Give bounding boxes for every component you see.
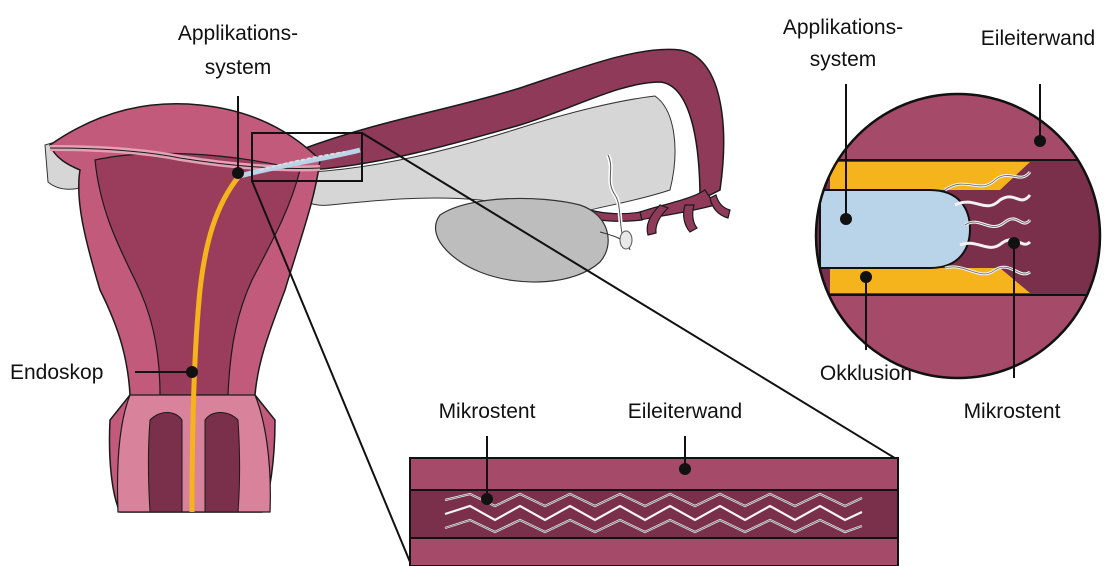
ovary bbox=[436, 198, 609, 282]
inset-applicator bbox=[820, 190, 970, 268]
label-mikrostent-inset: Mikrostent bbox=[964, 400, 1061, 423]
label-applikationssystem-main-1: Applikations- bbox=[178, 22, 298, 45]
label-okklusion: Okklusion bbox=[820, 362, 912, 385]
label-endoskop: Endoskop bbox=[10, 361, 103, 384]
label-eileiterwand-bottom: Eileiterwand bbox=[628, 400, 742, 423]
label-mikrostent-bottom: Mikrostent bbox=[439, 400, 536, 423]
label-eileiterwand-inset: Eileiterwand bbox=[981, 27, 1095, 50]
label-applikationssystem-inset-2: system bbox=[810, 48, 877, 71]
label-applikationssystem-main-2: system bbox=[205, 56, 272, 79]
label-applikationssystem-inset-1: Applikations- bbox=[783, 16, 903, 39]
inset-circle bbox=[810, 90, 1110, 385]
tube-cross-section bbox=[410, 458, 898, 566]
uterus-anatomy bbox=[45, 49, 730, 512]
